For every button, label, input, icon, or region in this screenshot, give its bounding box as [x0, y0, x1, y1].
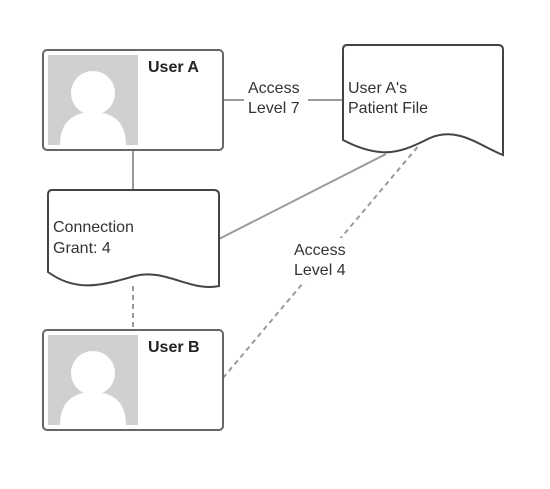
user-b-label: User B [148, 339, 200, 356]
edge-label-line1: Access [294, 242, 346, 259]
edge-label-access-level-4: Access Level 4 [290, 238, 356, 282]
patient-file-line2: Patient File [348, 100, 428, 117]
patient-file-doc[interactable]: User A's Patient File [342, 44, 504, 157]
edge-grant-to-file [218, 153, 387, 240]
edge-label-line2: Level 7 [248, 100, 300, 117]
edge-label-line2: Level 4 [294, 262, 346, 279]
connection-grant-doc[interactable]: Connection Grant: 4 [47, 189, 220, 288]
user-a-avatar-icon [48, 55, 138, 145]
user-b-card[interactable]: User B [42, 329, 224, 431]
user-a-card[interactable]: User A [42, 49, 224, 151]
connection-grant-line2: Grant: 4 [53, 240, 111, 257]
patient-file-line1: User A's [348, 80, 407, 97]
edge-label-line1: Access [248, 80, 300, 97]
connection-grant-line1: Connection [53, 219, 134, 236]
edge-label-access-level-7: Access Level 7 [244, 76, 308, 120]
edge-user-b-to-file [222, 143, 421, 379]
user-a-label: User A [148, 59, 199, 76]
user-b-avatar-icon [48, 335, 138, 425]
